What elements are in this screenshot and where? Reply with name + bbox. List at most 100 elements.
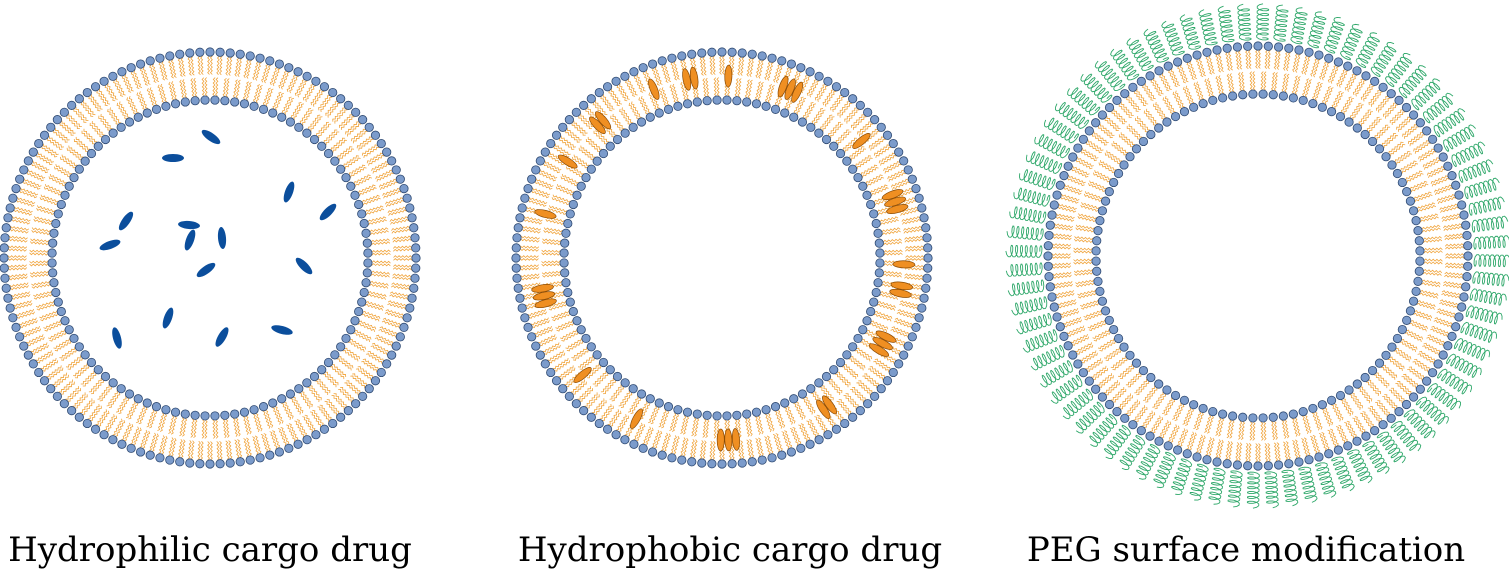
lipid-tail [139, 67, 148, 86]
lipid-tail [31, 344, 49, 355]
lipid-tail [31, 280, 50, 287]
lipid-head [294, 122, 304, 132]
lipid-tail [1271, 421, 1276, 441]
lipid-head [1218, 409, 1228, 419]
hydrophilic-drug [99, 239, 121, 251]
lipid-head [1304, 455, 1314, 465]
lipid-tail [262, 87, 271, 106]
lipid-tail [215, 77, 219, 97]
lipid-head [1109, 324, 1119, 335]
lipid-head [357, 297, 367, 307]
lipid-head [11, 184, 21, 194]
lipid-tail [237, 439, 243, 458]
lipid-tail [1273, 50, 1278, 70]
lipid-tail [1257, 443, 1261, 463]
peg-chain [1436, 368, 1472, 395]
lipid-tail [1401, 338, 1418, 350]
lipid-tail [594, 100, 608, 116]
lipid-head [405, 203, 415, 213]
lipid-tail [8, 235, 28, 240]
lipid-tail [553, 146, 570, 158]
lipid-tail [1175, 90, 1185, 108]
lipid-tail [387, 300, 407, 307]
lipid-tail [23, 328, 42, 338]
lipid-head [376, 138, 386, 149]
lipid-tail [368, 155, 385, 166]
lipid-head [336, 164, 346, 174]
lipid-tail [301, 391, 313, 408]
peg-chain [1217, 5, 1235, 43]
lipid-head [531, 165, 541, 175]
lipid-head [1100, 306, 1111, 316]
lipid-head [1459, 292, 1469, 302]
lipid-tail [621, 107, 633, 124]
lipid-tail [139, 429, 148, 448]
lipid-head [667, 453, 677, 463]
lipid-tail [1417, 300, 1436, 308]
lipid-tail [578, 115, 592, 129]
lipid-head [354, 306, 364, 317]
lipid-tail [61, 154, 78, 166]
lipid-tail [571, 122, 586, 136]
lipid-head [1317, 400, 1327, 410]
lipid-head [923, 243, 933, 253]
lipid-head [1387, 160, 1397, 170]
lipid-head [1344, 117, 1354, 127]
lipid-head [876, 122, 886, 132]
lipid-tail [671, 413, 680, 432]
lipid-head [727, 459, 737, 469]
lipid-head [361, 228, 371, 238]
lipid-tail [1225, 440, 1231, 460]
lipid-tail [159, 413, 168, 432]
lipid-tail [1294, 439, 1301, 459]
lipid-tail [370, 229, 389, 236]
lipid-tail [1358, 109, 1371, 125]
hydrophilic-drug [112, 327, 122, 349]
hydrophobic-drug [777, 75, 789, 98]
lipid-head [1248, 413, 1258, 423]
lipid-head [848, 412, 858, 422]
lipid-tail [1099, 375, 1114, 388]
lipid-tail [375, 169, 393, 180]
lipid-tail [1204, 414, 1212, 433]
lipid-head [594, 418, 604, 429]
lipid-head [411, 263, 421, 273]
lipid-tail [245, 415, 252, 435]
peg-chain [1355, 32, 1381, 69]
lipid-head [395, 174, 405, 184]
lipid-head [1045, 282, 1055, 292]
lipid-head [1397, 324, 1407, 335]
lipid-tail [193, 419, 198, 439]
lipid-tail [322, 373, 337, 388]
lipid-tail [559, 138, 575, 150]
lipid-head [572, 316, 582, 326]
lipid-tail [1055, 290, 1074, 296]
lipid-head [888, 138, 898, 149]
hydrophilic-drug [118, 211, 134, 231]
lipid-tail [212, 419, 216, 439]
lipid-tail [387, 302, 406, 310]
lipid-head [1386, 89, 1396, 99]
lipid-head [28, 359, 38, 369]
lipid-tail [541, 270, 561, 275]
lipid-tail [548, 205, 568, 213]
lipid-tail [158, 61, 166, 81]
lipid-tail [60, 349, 77, 361]
lipid-tail [1374, 124, 1389, 139]
lipid-head [1308, 98, 1318, 109]
lipid-head [330, 156, 340, 166]
lipid-tail [60, 381, 75, 395]
lipid-tail [1117, 393, 1131, 408]
lipid-head [911, 184, 921, 194]
lipid-head [917, 203, 927, 213]
lipid-tail [364, 303, 384, 311]
lipid-tail [225, 78, 230, 98]
lipid-head [1112, 406, 1122, 417]
lipid-tail [95, 409, 108, 426]
lipid-head [142, 398, 152, 408]
lipid-tail [618, 415, 630, 432]
hydrophilic-drug [201, 129, 221, 145]
lipid-tail [1324, 87, 1334, 105]
peg-chain [1103, 424, 1131, 459]
lipid-tail [23, 178, 42, 188]
